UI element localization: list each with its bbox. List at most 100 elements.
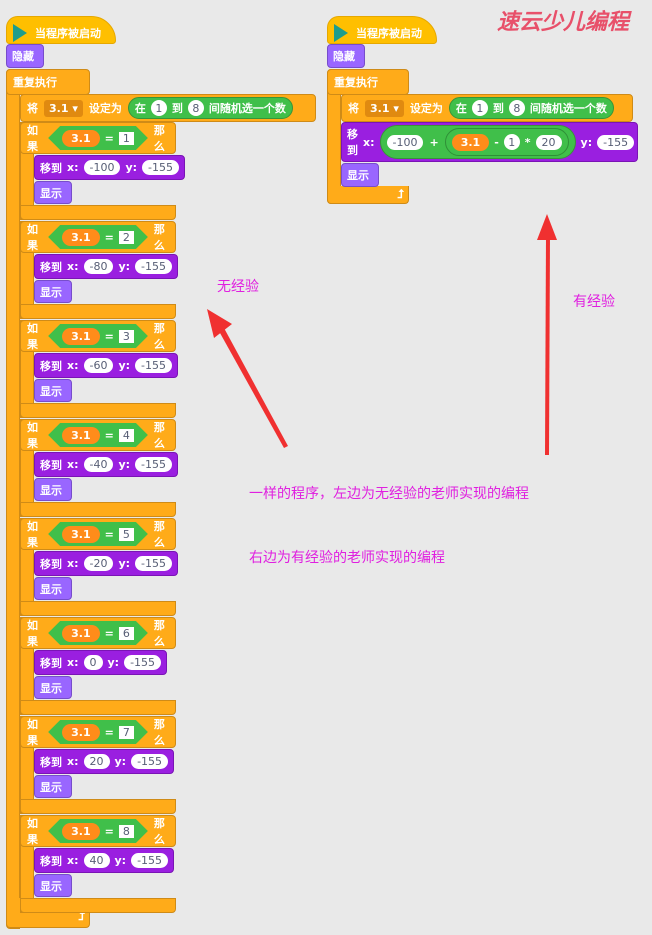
x-input[interactable]: -40 (83, 457, 114, 472)
variable-reporter[interactable]: 3.1 (62, 130, 100, 147)
compare-value-input[interactable]: 4 (119, 429, 134, 442)
when-flag-clicked-block[interactable]: 当程序被启动 (6, 16, 116, 44)
move-to-block[interactable]: 移到 x: 0 y: -155 (34, 650, 168, 675)
variable-reporter[interactable]: 3.1 (62, 823, 100, 840)
show-block-right[interactable]: 显示 (341, 163, 379, 187)
multiply-input[interactable]: 20 (535, 134, 562, 150)
if-block[interactable]: 如果 3.1=7 那么 (20, 716, 176, 748)
if-block[interactable]: 如果 3.1=8 那么 (20, 815, 176, 847)
compare-value-input[interactable]: 7 (119, 726, 134, 739)
move-to-block[interactable]: 移到 x: 40 y: -155 (34, 848, 175, 873)
y-label: y: (107, 656, 120, 669)
equals-operator[interactable]: 3.1=3 (48, 324, 148, 348)
if-footer (20, 304, 176, 319)
random-to-input[interactable]: 8 (187, 100, 204, 116)
random-to-input[interactable]: 8 (508, 100, 525, 116)
compare-value-input[interactable]: 3 (119, 330, 134, 343)
equals-operator[interactable]: 3.1=5 (48, 522, 148, 546)
equals-operator[interactable]: 3.1=2 (48, 225, 148, 249)
compare-value-input[interactable]: 1 (119, 132, 134, 145)
equals-operator[interactable]: 3.1=1 (48, 126, 148, 150)
x-input[interactable]: -100 (83, 160, 121, 175)
variable-reporter[interactable]: 3.1 (451, 133, 490, 151)
show-block[interactable]: 显示 (34, 379, 72, 402)
move-label: 移到 (40, 458, 62, 472)
move-to-block[interactable]: 移到 x: -40 y: -155 (34, 452, 179, 477)
equals-operator[interactable]: 3.1=7 (48, 720, 148, 744)
y-input[interactable]: -155 (135, 259, 173, 274)
y-input[interactable]: -155 (135, 556, 173, 571)
move-to-block-right[interactable]: 移到 x: -100 + 3.1 - 1 * 20 y: -155 (341, 122, 638, 162)
equals-operator[interactable]: 3.1=4 (48, 423, 148, 447)
variable-name: 3.1 (370, 101, 390, 115)
hide-block[interactable]: 隐藏 (6, 44, 44, 68)
multiply-operator[interactable]: 3.1 - 1 * 20 (444, 128, 569, 156)
if-block[interactable]: 如果 3.1=6 那么 (20, 617, 176, 649)
forever-block-right[interactable]: 重复执行 (327, 69, 409, 95)
if-block[interactable]: 如果 3.1=2 那么 (20, 221, 176, 253)
y-input[interactable]: -155 (135, 457, 173, 472)
set-to-label: 设定为 (409, 102, 443, 115)
compare-value-input[interactable]: 8 (119, 825, 134, 838)
y-input[interactable]: -155 (131, 853, 169, 868)
x-input[interactable]: 20 (83, 754, 110, 769)
random-from-label: 在 (134, 102, 146, 115)
when-flag-clicked-block-right[interactable]: 当程序被启动 (327, 16, 437, 44)
show-block[interactable]: 显示 (34, 181, 72, 204)
compare-value-input[interactable]: 6 (119, 627, 134, 640)
move-to-block[interactable]: 移到 x: -60 y: -155 (34, 353, 179, 378)
y-input[interactable]: -155 (131, 754, 169, 769)
hide-block-right[interactable]: 隐藏 (327, 44, 365, 68)
show-block[interactable]: 显示 (34, 478, 72, 501)
subtract-input[interactable]: 1 (503, 134, 520, 150)
x-input[interactable]: -60 (83, 358, 114, 373)
move-to-block[interactable]: 移到 x: -80 y: -155 (34, 254, 179, 279)
x-input[interactable]: -80 (83, 259, 114, 274)
y-input[interactable]: -155 (135, 358, 173, 373)
y-input[interactable]: -155 (142, 160, 180, 175)
variable-reporter[interactable]: 3.1 (62, 625, 100, 642)
variable-dropdown[interactable]: 3.1 ▾ (44, 99, 83, 117)
show-label: 显示 (40, 384, 62, 398)
if-block[interactable]: 如果 3.1=5 那么 (20, 518, 176, 550)
variable-reporter[interactable]: 3.1 (62, 328, 100, 345)
variable-reporter[interactable]: 3.1 (62, 724, 100, 741)
move-label: 移到 (40, 656, 62, 670)
equals-operator[interactable]: 3.1=6 (48, 621, 148, 645)
show-block[interactable]: 显示 (34, 874, 72, 897)
move-to-block[interactable]: 移到 x: 20 y: -155 (34, 749, 175, 774)
random-from-input[interactable]: 1 (471, 100, 488, 116)
x-input[interactable]: -20 (83, 556, 114, 571)
equals-operator[interactable]: 3.1=8 (48, 819, 148, 843)
random-from-input[interactable]: 1 (150, 100, 167, 116)
if-block[interactable]: 如果 3.1=3 那么 (20, 320, 176, 352)
compare-value-input[interactable]: 5 (119, 528, 134, 541)
compare-value-input[interactable]: 2 (119, 231, 134, 244)
variable-dropdown[interactable]: 3.1 ▾ (365, 99, 404, 117)
show-block[interactable]: 显示 (34, 577, 72, 600)
move-to-block[interactable]: 移到 x: -20 y: -155 (34, 551, 179, 576)
y-label: y: (118, 260, 131, 273)
no-experience-label: 无经验 (217, 279, 259, 295)
x-input[interactable]: 0 (83, 655, 103, 670)
variable-reporter[interactable]: 3.1 (62, 229, 100, 246)
forever-block[interactable]: 重复执行 (6, 69, 90, 95)
move-to-block[interactable]: 移到 x: -100 y: -155 (34, 155, 186, 180)
random-suffix: 间随机选一个数 (208, 102, 286, 115)
x-input[interactable]: 40 (83, 853, 110, 868)
x-offset-input[interactable]: -100 (386, 134, 424, 150)
variable-reporter[interactable]: 3.1 (62, 526, 100, 543)
if-block[interactable]: 如果 3.1=1 那么 (20, 122, 176, 154)
if-block[interactable]: 如果 3.1=4 那么 (20, 419, 176, 451)
show-block[interactable]: 显示 (34, 775, 72, 798)
y-input[interactable]: -155 (124, 655, 162, 670)
variable-reporter[interactable]: 3.1 (62, 427, 100, 444)
show-block[interactable]: 显示 (34, 676, 72, 699)
y-input[interactable]: -155 (597, 134, 635, 150)
add-operator[interactable]: -100 + 3.1 - 1 * 20 (379, 125, 576, 159)
show-block[interactable]: 显示 (34, 280, 72, 303)
